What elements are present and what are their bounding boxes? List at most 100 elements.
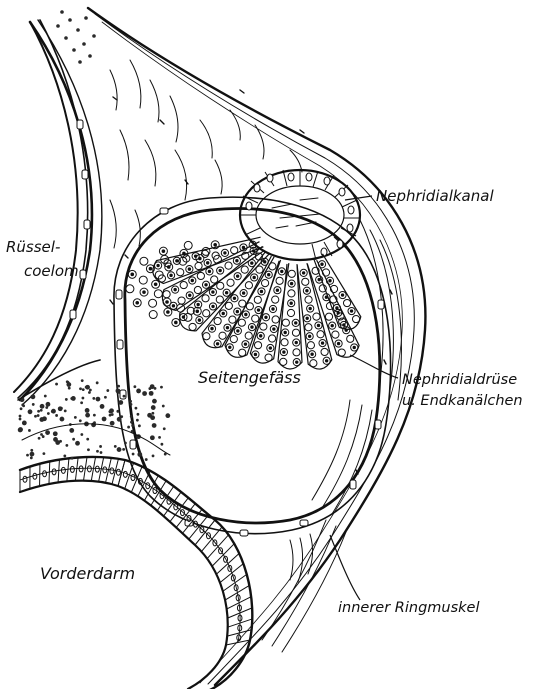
stipple-dot: [44, 395, 47, 398]
stipple-dot: [102, 417, 107, 422]
stipple-dot: [40, 404, 45, 409]
stipple-dot: [152, 399, 157, 404]
gland-cell-nucleus: [325, 360, 327, 362]
gland-cell: [254, 296, 261, 303]
stipple-dot: [96, 381, 99, 384]
label-nephridialdruese-line1: Nephridialdrüse: [402, 372, 517, 388]
gland-cell-nucleus: [236, 310, 238, 312]
stipple-dot: [64, 410, 67, 413]
gland-cell-nucleus: [264, 261, 266, 263]
stipple-dot: [151, 405, 156, 410]
gland-cell: [227, 279, 234, 286]
gland-cell-nucleus: [237, 330, 239, 332]
gland-cell: [268, 335, 275, 342]
gland-cell-nucleus: [172, 305, 174, 307]
gland-cell-nucleus: [329, 280, 331, 282]
stipple-dot: [30, 452, 35, 457]
epithelium-nucleus: [116, 469, 120, 475]
stipple-dot: [116, 410, 119, 413]
stipple-dot: [132, 453, 135, 456]
stipple-dot: [106, 389, 109, 392]
gland-cell-nucleus: [136, 301, 139, 304]
gland-cell-nucleus: [233, 297, 235, 299]
stipple-dot: [130, 403, 133, 406]
gland-cell-nucleus: [317, 324, 319, 326]
gland-cell-nucleus: [290, 282, 292, 284]
gland-cell: [230, 336, 237, 343]
epithelium-cell-wall: [131, 467, 142, 493]
gland-cell-nucleus: [224, 252, 226, 254]
gland-cell: [260, 323, 267, 330]
gland-cell-nucleus: [242, 292, 244, 294]
epithelium-cell-wall: [195, 520, 215, 545]
epithelium-cell-wall: [212, 544, 234, 567]
gland-cell: [325, 313, 332, 320]
gland-cell-nucleus: [131, 273, 134, 276]
stipple-dot: [148, 387, 151, 390]
gland-cell: [239, 349, 246, 356]
gland-cell: [245, 282, 252, 289]
gland-cell-nucleus: [212, 291, 214, 293]
stipple-dot: [70, 397, 73, 400]
gland-cell-nucleus: [143, 291, 146, 294]
gland-cell: [292, 329, 299, 336]
gland-cell-nucleus: [265, 316, 267, 318]
stipple-dot: [138, 424, 141, 427]
stipple-dot: [130, 415, 133, 418]
gland-cell-nucleus: [167, 266, 170, 269]
gland-cell-nucleus: [176, 260, 178, 262]
gland-cell: [202, 295, 209, 302]
gland-cell: [241, 266, 248, 273]
gland-cell: [194, 286, 201, 293]
stipple-dot: [45, 406, 48, 409]
gland-cell-nucleus: [166, 301, 169, 304]
gland-cell: [280, 358, 287, 365]
gland-cell: [269, 263, 276, 270]
stipple-dot: [147, 413, 152, 418]
gland-cell: [238, 319, 245, 326]
gland-cell-nucleus: [236, 260, 238, 262]
gland-cell-nucleus: [254, 353, 256, 355]
stipple-dot: [130, 421, 133, 424]
gland-cell: [302, 278, 309, 285]
gland-cell: [217, 282, 224, 289]
gland-cell-nucleus: [222, 312, 224, 314]
stipple-dot: [114, 445, 117, 448]
stipple-dot: [22, 421, 27, 426]
stipple-dot: [117, 447, 122, 452]
gland-cell: [203, 333, 210, 340]
gland-cell-nucleus: [260, 335, 262, 337]
stipple-dot: [82, 397, 85, 400]
stipple-dot: [55, 414, 58, 417]
stipple-dot: [67, 381, 70, 384]
stipple-dot: [37, 410, 40, 413]
stipple-dot: [151, 412, 154, 415]
gland-cell: [256, 266, 263, 273]
coelom-lining: [14, 20, 88, 398]
stipple-dot: [55, 440, 60, 445]
stipple-dot: [34, 415, 37, 418]
gland-cell-nucleus: [350, 310, 352, 312]
stipple-dot: [19, 418, 22, 421]
stipple-dot: [32, 403, 35, 406]
label-ruessel-line2: coelom: [24, 262, 79, 280]
stipple-dot: [137, 452, 142, 457]
gland-cell-nucleus: [337, 342, 339, 344]
stipple-dot: [51, 409, 56, 414]
stipple-dot: [129, 400, 132, 403]
gland-cell: [178, 297, 185, 304]
epithelium-nucleus: [123, 471, 127, 477]
stipple-dot: [158, 436, 161, 439]
gland-cell-nucleus: [284, 331, 286, 333]
stipple-dot: [136, 389, 141, 394]
stipple-dot: [104, 396, 107, 399]
stipple-dot: [31, 394, 36, 399]
stipple-dot: [69, 428, 74, 433]
epithelium-nucleus: [23, 476, 27, 482]
stipple-dot: [79, 387, 82, 390]
gland-cell-nucleus: [188, 268, 190, 270]
gland-cell: [276, 277, 283, 284]
gland-cell: [211, 276, 218, 283]
gland-cell-nucleus: [149, 267, 152, 270]
